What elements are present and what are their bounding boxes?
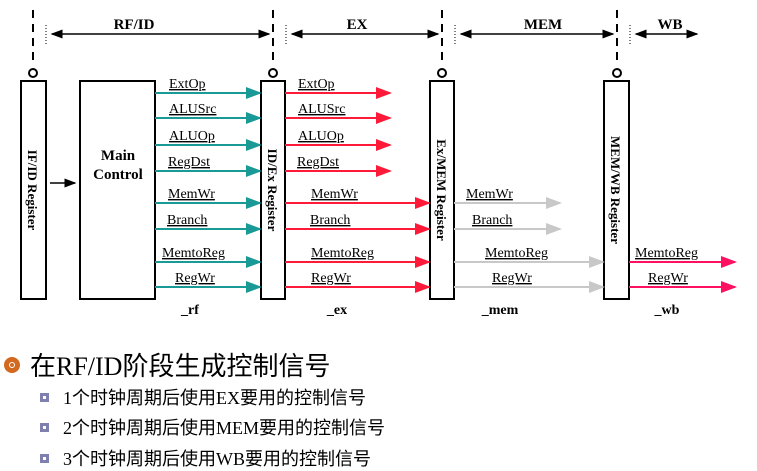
if-id-register — [20, 80, 47, 300]
signal-mem-label: MemWr — [466, 187, 513, 202]
signal-ex-label: MemWr — [311, 187, 358, 202]
signal-mem-label: Branch — [472, 213, 512, 228]
square-bullet-icon — [40, 392, 49, 402]
signal-rf-label: RegDst — [168, 155, 210, 170]
stage-label-ex: EX — [347, 17, 368, 33]
signal-rf-label: MemtoReg — [162, 246, 225, 261]
sub-bullet-text: 2个时钟周期后使用MEM要用的控制信号 — [63, 418, 386, 438]
ex-mem-register-label: Ex/MEM Register — [434, 139, 449, 241]
bullet-icon — [4, 356, 20, 373]
signal-mem-label: MemtoReg — [485, 246, 548, 261]
if-id-register-label: IF/ID Register — [25, 150, 40, 231]
id-ex-register — [260, 80, 286, 300]
signal-ex-label: ALUOp — [298, 129, 344, 144]
square-bullet-icon — [40, 453, 49, 463]
ex-mem-register — [429, 80, 455, 300]
mem-wb-register-label: MEM/WB Register — [608, 136, 623, 244]
main-control-label-1: Main — [101, 148, 136, 164]
pipeline-control-diagram: RF/ID EX MEM WB IF/ID Register ID/Ex Reg… — [20, 10, 737, 318]
signal-rf-label: RegWr — [175, 271, 215, 286]
signal-ex-label: Branch — [310, 213, 350, 228]
signal-wb-label: RegWr — [648, 271, 688, 286]
signal-rf-label: Branch — [167, 213, 207, 228]
sub-bullet: 2个时钟周期后使用MEM要用的控制信号 — [40, 414, 385, 440]
signal-rf-label: ExtOp — [169, 77, 206, 92]
stage-label-rfid: RF/ID — [114, 17, 155, 33]
signal-rf-label: ALUOp — [169, 129, 215, 144]
sub-bullet: 1个时钟周期后使用EX要用的控制信号 — [40, 384, 366, 410]
mem-wb-register — [603, 80, 630, 300]
signal-wb-label: MemtoReg — [635, 246, 698, 261]
signal-ex-label: ALUSrc — [298, 102, 345, 117]
sub-bullet-text: 1个时钟周期后使用EX要用的控制信号 — [63, 388, 366, 408]
signal-mem-label: RegWr — [492, 271, 532, 286]
signal-ex-label: MemtoReg — [311, 246, 374, 261]
main-control-box — [79, 80, 156, 300]
suffix-wb: _wb — [654, 303, 680, 318]
square-bullet-icon — [40, 422, 49, 432]
main-bullet: 在RF/ID阶段生成控制信号 — [4, 346, 330, 383]
stage-label-mem: MEM — [524, 17, 562, 33]
stage-arrows — [50, 29, 699, 188]
signal-ex-label: RegWr — [311, 271, 351, 286]
clock-boundaries — [32, 10, 618, 66]
signal-ex-label: ExtOp — [298, 77, 335, 92]
signal-ex-label: RegDst — [297, 155, 339, 170]
id-ex-register-label: ID/Ex Register — [265, 149, 280, 232]
suffix-ex: _ex — [326, 303, 347, 318]
stage-label-wb: WB — [657, 17, 682, 33]
suffix-mem: _mem — [481, 303, 519, 318]
signal-rf-label: MemWr — [168, 187, 215, 202]
main-bullet-text: 在RF/ID阶段生成控制信号 — [30, 352, 331, 381]
clock-circles — [28, 68, 622, 78]
suffix-rf: _rf — [180, 303, 199, 318]
sub-bullet-text: 3个时钟周期后使用WB要用的控制信号 — [63, 449, 371, 469]
control-signals: ExtOpALUSrcALUOpRegDstMemWrBranchMemtoRe… — [155, 77, 737, 293]
sub-bullet: 3个时钟周期后使用WB要用的控制信号 — [40, 445, 371, 471]
main-control-label-2: Control — [93, 167, 143, 183]
signal-rf-label: ALUSrc — [169, 102, 216, 117]
